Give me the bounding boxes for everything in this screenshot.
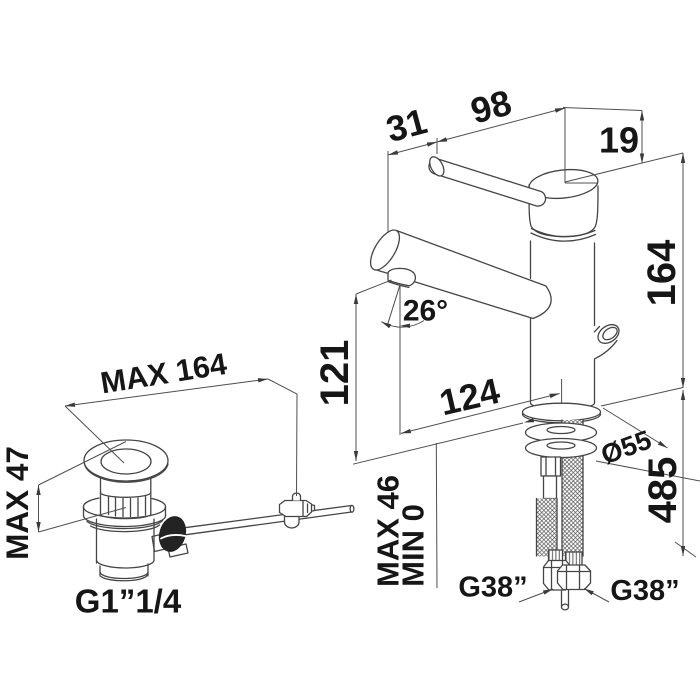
svg-text:G1”1/4: G1”1/4 [75, 583, 182, 620]
svg-text:MAX 47: MAX 47 [0, 446, 35, 560]
svg-text:19: 19 [599, 120, 639, 161]
svg-text:MIN 0: MIN 0 [395, 504, 430, 587]
svg-text:G38”: G38” [458, 572, 527, 604]
svg-text:485: 485 [641, 457, 685, 524]
svg-text:G38”: G38” [610, 575, 679, 607]
svg-text:26°: 26° [403, 295, 448, 328]
svg-text:121: 121 [313, 340, 357, 407]
svg-text:MAX 46: MAX 46 [370, 475, 405, 587]
svg-text:164: 164 [640, 239, 684, 306]
